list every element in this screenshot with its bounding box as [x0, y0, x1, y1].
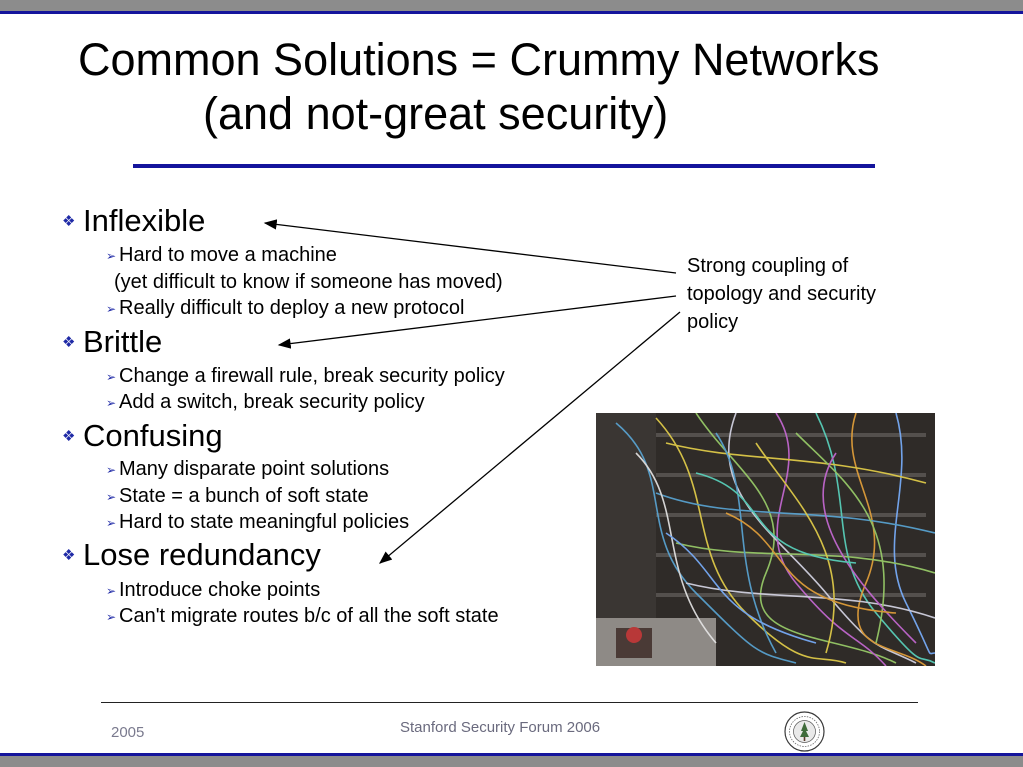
- sub-bullet-text: Introduce choke points: [119, 579, 321, 601]
- sub-bullet-text: State = a bunch of soft state: [119, 485, 369, 507]
- arrow-bullet-icon: ➢: [106, 490, 117, 504]
- sub-bullet-continuation: (yet difficult to know if someone has mo…: [114, 271, 503, 293]
- arrow-bullet-icon: ➢: [106, 463, 117, 477]
- sub-bullet: ➢Hard to move a machine: [106, 244, 337, 267]
- stanford-seal-icon: [784, 711, 825, 752]
- slide-title-line2: (and not-great security): [203, 88, 669, 139]
- top-frame-bar: [0, 0, 1023, 11]
- sub-bullet: ➢State = a bunch of soft state: [106, 485, 369, 508]
- sub-bullet: ➢Add a switch, break security policy: [106, 391, 425, 414]
- bullet-label: Inflexible: [83, 203, 206, 238]
- footer-year: 2005: [111, 724, 145, 741]
- arrow-bullet-icon: ➢: [106, 610, 117, 624]
- tangled-cables-photo: [596, 413, 935, 666]
- diamond-bullet-icon: ❖: [62, 427, 76, 445]
- bullet-brittle: ❖ Brittle: [62, 324, 162, 360]
- sub-bullet: ➢Hard to state meaningful policies: [106, 511, 409, 534]
- arrow-bullet-icon: ➢: [106, 249, 117, 263]
- bullet-confusing: ❖ Confusing: [62, 418, 223, 454]
- callout-note: Strong coupling of topology and security…: [687, 252, 927, 336]
- arrow-bullet-icon: ➢: [106, 516, 117, 530]
- diamond-bullet-icon: ❖: [62, 212, 76, 230]
- arrow-bullet-icon: ➢: [106, 584, 117, 598]
- footer-divider: [101, 702, 918, 703]
- sub-bullet: ➢Introduce choke points: [106, 579, 320, 602]
- bottom-accent-line: [0, 753, 1023, 756]
- callout-line: policy: [687, 311, 739, 333]
- bottom-frame-bar: [0, 756, 1023, 767]
- footer-title: Stanford Security Forum 2006: [400, 719, 601, 736]
- sub-bullet-text: Hard to move a machine: [119, 244, 337, 266]
- sub-bullet-text: Change a firewall rule, break security p…: [119, 365, 505, 387]
- bullet-lose-redundancy: ❖ Lose redundancy: [62, 537, 321, 573]
- slide-title-line1: Common Solutions = Crummy Networks: [78, 34, 880, 85]
- arrow-bullet-icon: ➢: [106, 302, 117, 316]
- sub-bullet: ➢Can't migrate routes b/c of all the sof…: [106, 605, 499, 628]
- sub-bullet-text: Hard to state meaningful policies: [119, 511, 410, 533]
- callout-line: topology and security: [687, 283, 877, 305]
- arrow-bullet-icon: ➢: [106, 396, 117, 410]
- title-underline: [133, 164, 875, 168]
- sub-bullet-text: Really difficult to deploy a new protoco…: [119, 297, 465, 319]
- sub-bullet: ➢Really difficult to deploy a new protoc…: [106, 297, 464, 320]
- bullet-inflexible: ❖ Inflexible: [62, 203, 205, 239]
- bullet-label: Confusing: [83, 418, 223, 453]
- bullet-label: Lose redundancy: [83, 537, 321, 572]
- top-accent-line: [0, 11, 1023, 14]
- arrow-bullet-icon: ➢: [106, 370, 117, 384]
- callout-line: Strong coupling of: [687, 255, 849, 277]
- diamond-bullet-icon: ❖: [62, 546, 76, 564]
- sub-bullet: ➢Many disparate point solutions: [106, 458, 389, 481]
- bullet-label: Brittle: [83, 324, 163, 359]
- diamond-bullet-icon: ❖: [62, 333, 76, 351]
- sub-bullet: ➢Change a firewall rule, break security …: [106, 365, 505, 388]
- sub-bullet-text: Add a switch, break security policy: [119, 391, 425, 413]
- sub-bullet-text: Many disparate point solutions: [119, 458, 390, 480]
- sub-bullet-text: Can't migrate routes b/c of all the soft…: [119, 605, 499, 627]
